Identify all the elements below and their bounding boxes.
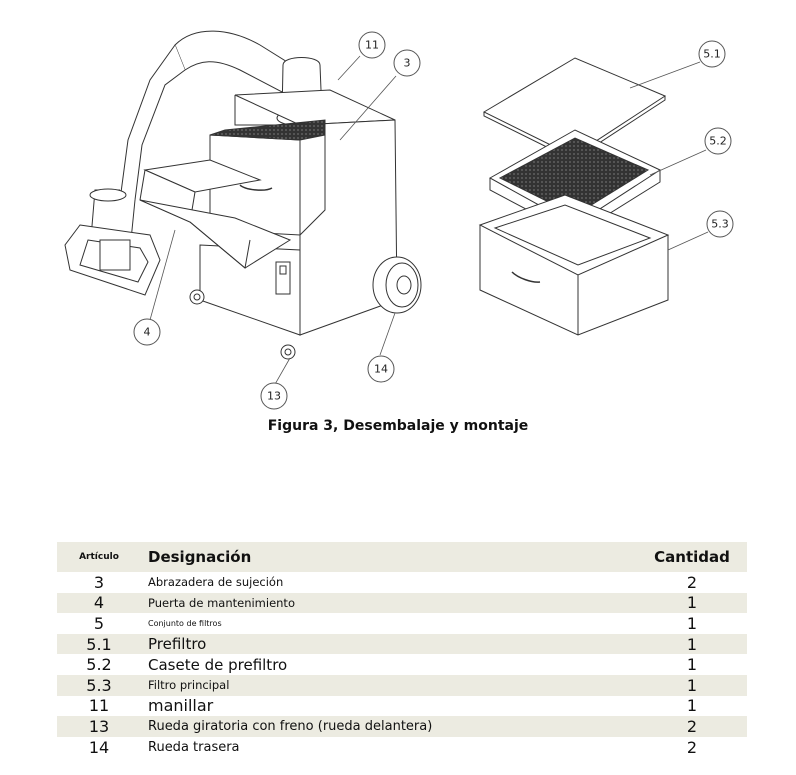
- table-row: 5.3 Filtro principal 1: [57, 674, 747, 696]
- callout-14-circle: [367, 355, 395, 383]
- row-quantity: 1: [686, 655, 698, 675]
- row-quantity: 1: [686, 593, 698, 613]
- callout-5-1: 5.1: [703, 48, 721, 61]
- row-designation: Conjunto de filtros: [148, 618, 222, 628]
- row-item: 14: [88, 737, 110, 757]
- callout-3: 3: [404, 57, 411, 70]
- table-row: 4 Puerta de mantenimiento 1: [57, 592, 747, 614]
- callout-3-circle: [393, 49, 421, 77]
- row-quantity: 1: [686, 634, 698, 654]
- row-designation: Filtro principal: [148, 678, 230, 693]
- callout-4: 4: [144, 326, 151, 339]
- row-quantity: 2: [686, 737, 698, 757]
- row-quantity: 1: [686, 696, 698, 716]
- row-item: 5.2: [86, 655, 112, 675]
- table-row: 3 Abrazadera de sujeción 2: [57, 572, 747, 593]
- row-item: 4: [93, 593, 105, 613]
- callout-5-2: 5.2: [709, 135, 727, 148]
- row-designation: Casete de prefiltro: [148, 655, 288, 674]
- callout-14: 14: [374, 363, 388, 376]
- callout-5-1-circle: [698, 40, 726, 68]
- table-row: 13 Rueda giratoria con freno (rueda dela…: [57, 716, 747, 737]
- table-row: 5.1 Prefiltro 1: [57, 633, 747, 655]
- row-item: 5.3: [86, 675, 112, 695]
- table-row: 5.2 Casete de prefiltro 1: [57, 654, 747, 675]
- callout-11-circle: [358, 31, 386, 59]
- extraction-unit-drawing: [64, 30, 422, 360]
- callout-5-2-circle: [704, 127, 732, 155]
- row-designation: manillar: [148, 696, 214, 716]
- table-row: 14 Rueda trasera 2: [57, 737, 747, 758]
- header-designation: Designación: [148, 548, 252, 566]
- row-quantity: 1: [686, 613, 698, 633]
- exploded-view-figure: 11 3 4 13 14 5.1 5.2 5.3: [64, 30, 734, 410]
- callout-13: 13: [267, 390, 281, 403]
- header-quantity: Cantidad: [654, 548, 730, 566]
- row-item: 13: [88, 716, 110, 736]
- row-quantity: 2: [686, 572, 698, 592]
- row-designation: Rueda giratoria con freno (rueda delante…: [148, 718, 433, 734]
- callout-4-circle: [133, 318, 161, 346]
- row-designation: Abrazadera de sujeción: [148, 575, 284, 590]
- table-header-row: Artículo Designación Cantidad: [57, 542, 747, 572]
- row-item: 11: [88, 696, 110, 716]
- callout-13-circle: [260, 382, 288, 410]
- row-item: 3: [93, 572, 105, 592]
- callout-11: 11: [365, 39, 379, 52]
- header-item: Artículo: [79, 552, 119, 562]
- table-row: 5 Conjunto de filtros 1: [57, 613, 747, 634]
- row-quantity: 2: [686, 716, 698, 736]
- figure-caption: Figura 3, Desembalaje y montaje: [267, 418, 529, 434]
- table-row: 11 manillar 1: [57, 696, 747, 717]
- callout-5-3: 5.3: [711, 218, 729, 231]
- row-designation: Prefiltro: [148, 635, 207, 654]
- row-designation: Puerta de mantenimiento: [148, 595, 295, 610]
- callout-5-3-circle: [706, 210, 734, 238]
- row-quantity: 1: [686, 675, 698, 695]
- row-item: 5.1: [86, 634, 112, 654]
- filter-set-drawing: [478, 57, 670, 336]
- row-item: 5: [93, 613, 105, 633]
- row-designation: Rueda trasera: [148, 739, 240, 755]
- parts-table: Artículo Designación Cantidad 3 Abrazade…: [57, 542, 747, 757]
